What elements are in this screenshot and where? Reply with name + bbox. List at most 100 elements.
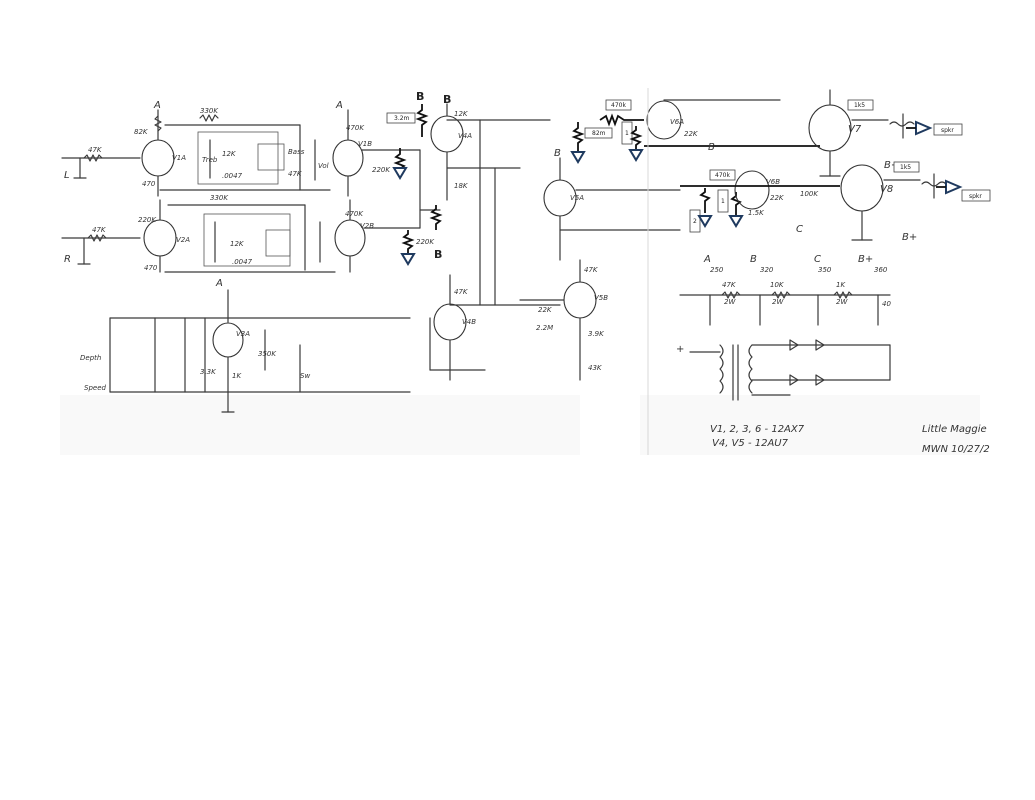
v3a-tube bbox=[212, 322, 244, 358]
node-a3-label: A bbox=[215, 278, 223, 289]
supply-350-label: 350 bbox=[818, 266, 832, 274]
r-22k-label-1: 22K bbox=[538, 306, 553, 314]
node-b2-label: B bbox=[434, 248, 442, 261]
output-stage: 470k 470k 1 1 2 V6A 22K B V6B 22K 1.5K 1… bbox=[599, 89, 991, 243]
supply-320-label: 320 bbox=[760, 266, 774, 274]
input-r-label: R bbox=[64, 254, 71, 265]
title-signature: Little Maggie bbox=[922, 424, 987, 435]
v8-label: V8 bbox=[880, 184, 893, 195]
r-47k-label-d: 47K bbox=[454, 288, 469, 296]
v1a-tube bbox=[141, 139, 175, 177]
speaker-label-b: spkr bbox=[969, 193, 982, 200]
power-supply: A B C B+ 250 320 350 360 47K 2W 10K 2W 1… bbox=[676, 254, 891, 401]
r-47k-label-c: 47K bbox=[584, 266, 599, 274]
supply-b-label: B bbox=[750, 254, 757, 265]
node-bplus-label-2: B+ bbox=[902, 232, 917, 243]
node-b3-label: B bbox=[443, 93, 451, 106]
pot-treble-label: Treb bbox=[202, 156, 218, 164]
v2b-label: V2B bbox=[360, 222, 374, 230]
node-b4-label: B bbox=[554, 148, 561, 159]
transformer-1k5-label-b: 1k5 bbox=[900, 164, 911, 171]
transformer-1k5-label-a: 1k5 bbox=[854, 102, 865, 109]
pot-box-2 bbox=[717, 189, 729, 213]
channel-left: 47K L V1A 82K 470 A 330K Treb 12K .0047 … bbox=[61, 100, 421, 197]
v5b-tube bbox=[563, 281, 597, 319]
speaker-box-a bbox=[933, 123, 963, 136]
v6a-label: V6A bbox=[670, 118, 684, 126]
resistor-82m-box bbox=[584, 127, 613, 139]
supply-bplus-label: B+ bbox=[858, 254, 873, 265]
r-18k-label: 18K bbox=[454, 182, 469, 190]
speaker-arrow-a bbox=[915, 120, 933, 136]
r-330k-label-2: 330K bbox=[210, 194, 229, 202]
pot-label-2: 1 bbox=[721, 198, 725, 205]
tremolo-section: V3A A 1K 3.3K Depth Speed 350K Sw V4B 47… bbox=[80, 274, 561, 413]
r-47k-b-label: 47K bbox=[288, 170, 303, 178]
switch-label: Sw bbox=[300, 372, 310, 380]
r-350k-label: 350K bbox=[258, 350, 277, 358]
r-470-label-2: 470 bbox=[144, 264, 158, 272]
r-43k-label: 43K bbox=[588, 364, 603, 372]
speaker-box-b bbox=[961, 189, 991, 202]
r-470k-label-2: 470K bbox=[345, 210, 364, 218]
supply-a-label: A bbox=[703, 254, 711, 265]
node-bplus-label-1: B+ bbox=[884, 160, 899, 171]
r-220k-label-2: 220K bbox=[138, 216, 157, 224]
supply-r1-label: 47K bbox=[722, 281, 737, 289]
rectifier-diode-2 bbox=[815, 339, 825, 351]
author-signature: MWN 10/27/2 bbox=[922, 444, 990, 455]
r-100k-label: 100K bbox=[800, 190, 819, 198]
supply-w2-label: 2W bbox=[772, 298, 784, 306]
r-47k-in1-label: 47K bbox=[88, 146, 103, 154]
v4b-label: V4B bbox=[462, 318, 476, 326]
r-82k-label: 82K bbox=[134, 128, 149, 136]
resistor-470k-label-b: 470k bbox=[715, 172, 730, 179]
pot-box-3 bbox=[689, 209, 701, 233]
resistor-3-2m-label: 3.2m bbox=[394, 115, 410, 122]
resistor-470k-box-b bbox=[709, 169, 736, 181]
rectifier-diode-1 bbox=[789, 339, 799, 351]
ground-arrow-5 bbox=[697, 215, 713, 228]
tube-note-2: V4, V5 - 12AU7 bbox=[712, 438, 789, 449]
supply-w3-label: 2W bbox=[836, 298, 848, 306]
v2a-tube bbox=[143, 219, 177, 257]
pot-label-1: 1 bbox=[625, 130, 629, 137]
v6a-tube bbox=[646, 100, 682, 140]
speaker-label-a: spkr bbox=[941, 127, 954, 134]
v5a-label: V5A bbox=[570, 194, 584, 202]
input-l-label: L bbox=[64, 170, 70, 181]
rectifier-diode-3 bbox=[789, 374, 799, 386]
transformer-1k5-box-b bbox=[893, 161, 920, 173]
pot-bass-label: Bass bbox=[288, 148, 305, 156]
v4a-label: V4A bbox=[458, 132, 472, 140]
v7-label: V7 bbox=[848, 124, 862, 135]
node-a2-label: A bbox=[335, 100, 343, 111]
transformer-1k5-box-a bbox=[847, 99, 874, 111]
ground-arrow-6 bbox=[728, 215, 744, 228]
channel-right: 47K R V2A 220K 470 330K 12K .0047 V2B 47… bbox=[61, 194, 421, 273]
v3a-label: V3A bbox=[236, 330, 250, 338]
resistor-470k-label-a: 470k bbox=[611, 102, 626, 109]
c-0047-label-2: .0047 bbox=[232, 258, 253, 266]
supply-c-label: C bbox=[814, 254, 821, 265]
node-b5-label: B bbox=[708, 142, 715, 153]
resistor-470k-box-a bbox=[605, 99, 632, 111]
supply-250-label: 250 bbox=[710, 266, 724, 274]
notes: V1, 2, 3, 6 - 12AX7 V4, V5 - 12AU7 Littl… bbox=[710, 424, 990, 455]
v1a-label: V1A bbox=[172, 154, 186, 162]
rectifier-diode-4 bbox=[815, 374, 825, 386]
r-220k-label-1: 220K bbox=[372, 166, 391, 174]
mix-stage: 3.2m B 220K B V4A B 12K 18K 82m bbox=[386, 90, 613, 306]
v8-tube bbox=[840, 164, 884, 212]
tube-note-1: V1, 2, 3, 6 - 12AX7 bbox=[710, 424, 805, 435]
ground-arrow-4 bbox=[628, 149, 644, 162]
node-a-label: A bbox=[153, 100, 161, 111]
r-12k-label-3: 12K bbox=[454, 110, 469, 118]
speaker-arrow-b bbox=[945, 179, 963, 195]
r-22k-label-2: 22K bbox=[684, 130, 699, 138]
r-3-3k-label: 3.3K bbox=[200, 368, 217, 376]
r-1k-label: 1K bbox=[232, 372, 242, 380]
v6b-tube bbox=[734, 170, 770, 210]
pot-speed-label: Speed bbox=[84, 384, 107, 392]
